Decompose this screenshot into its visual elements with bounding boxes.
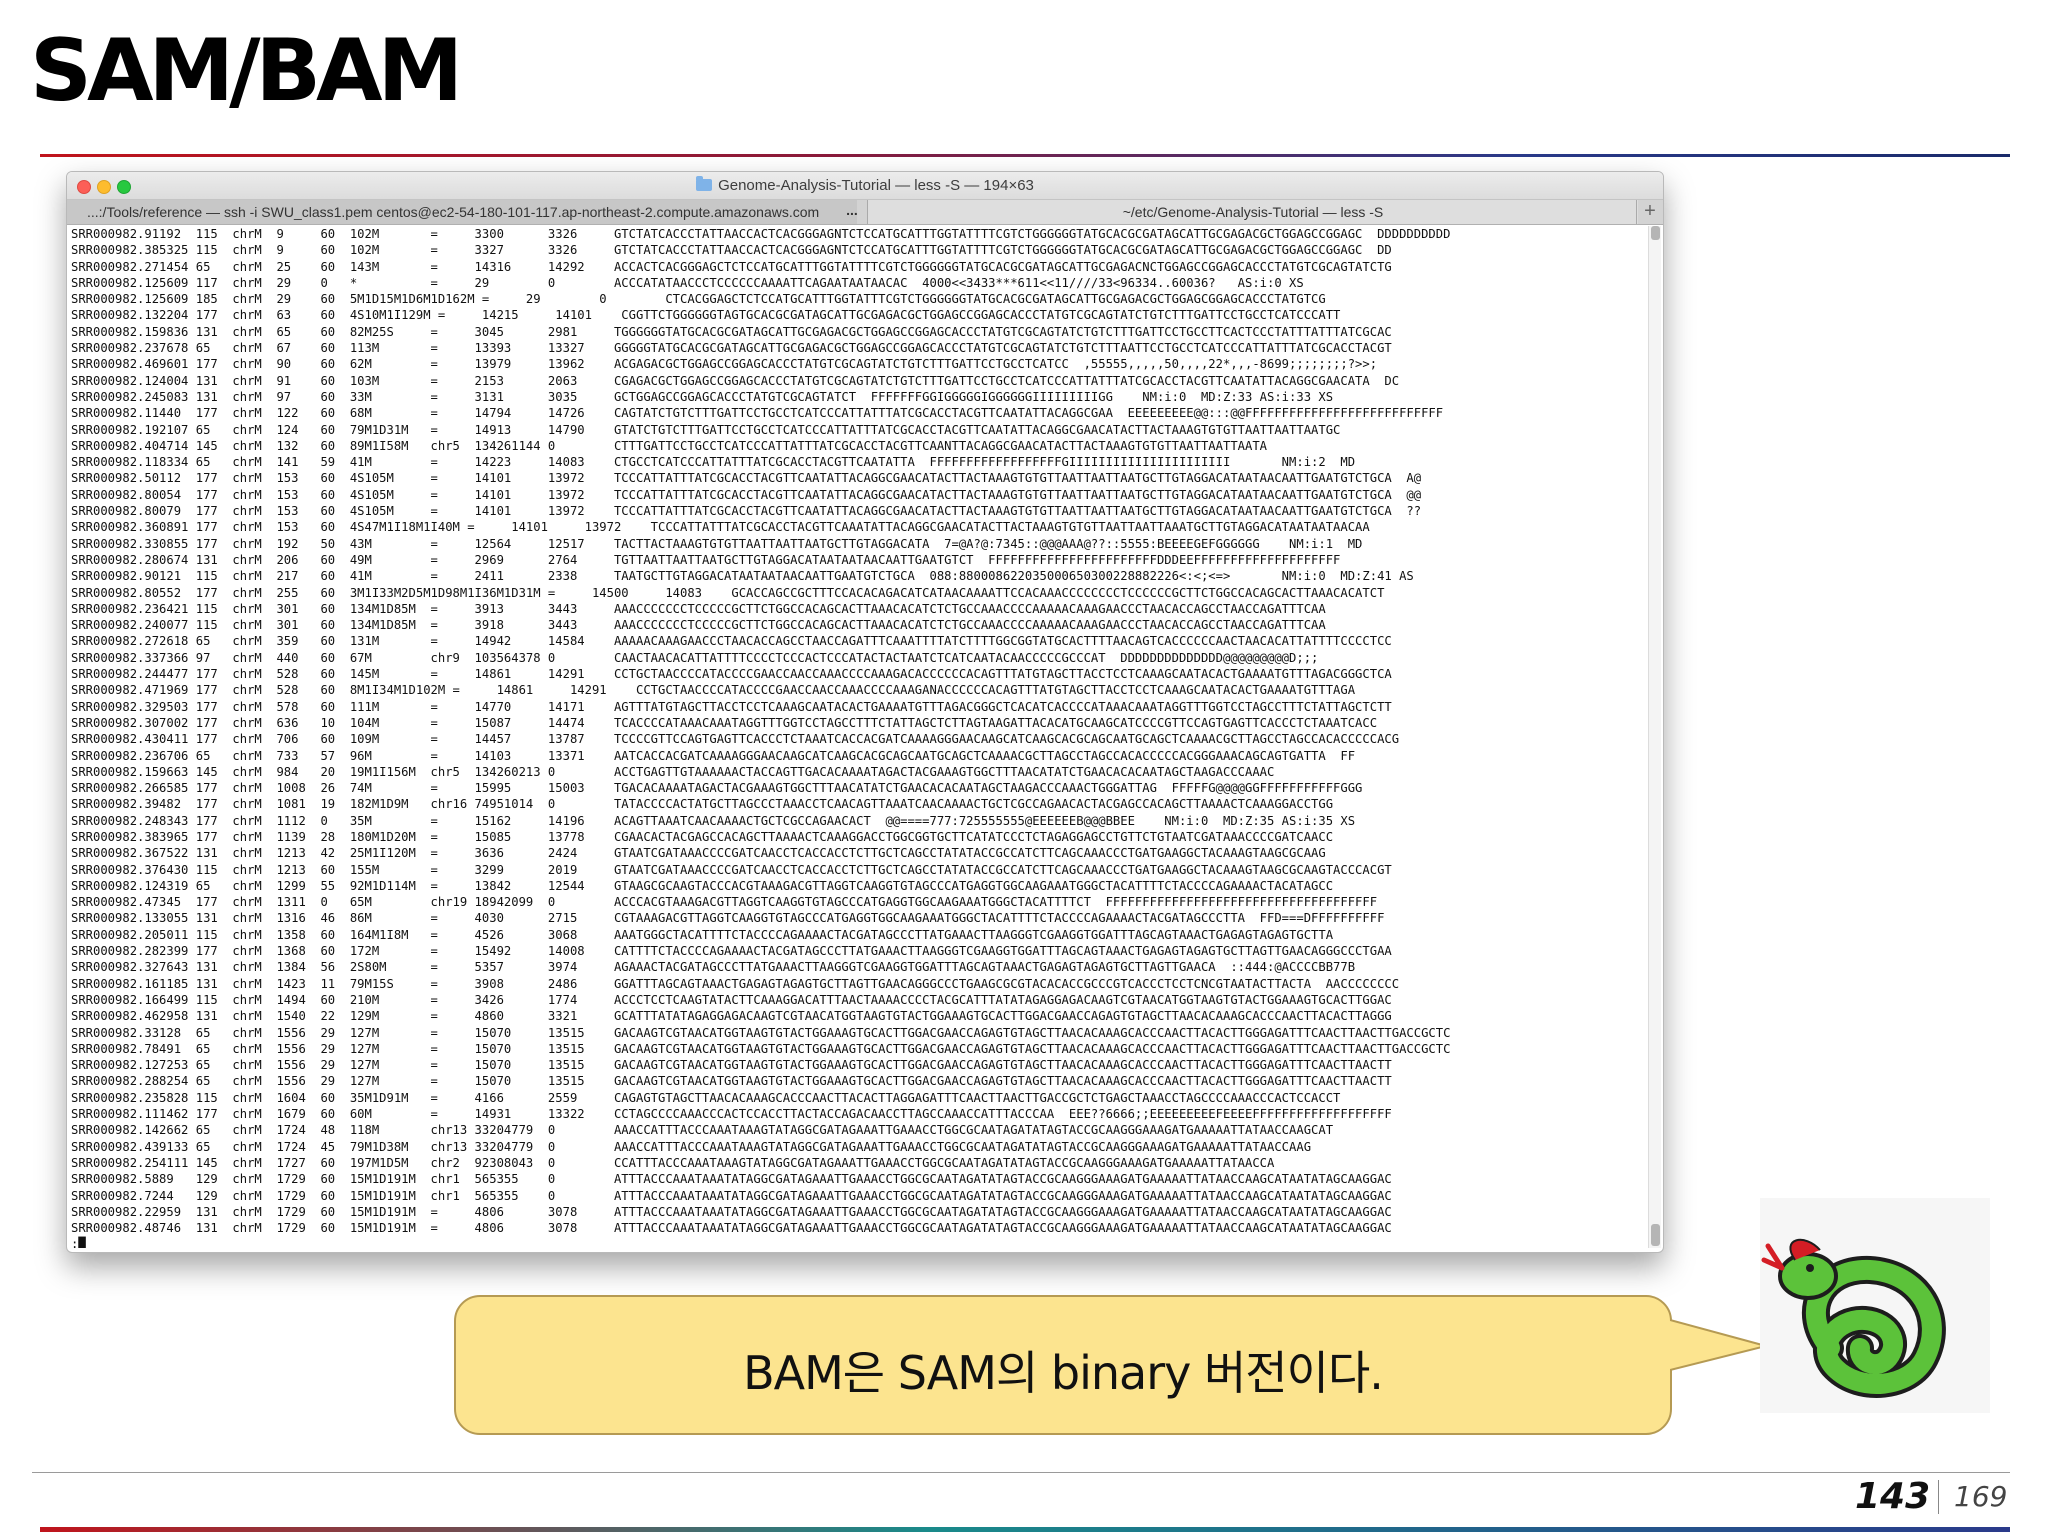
sam-record-line: SRR000982.124319 65 chrM 1299 55 92M1D11… [71,878,1348,893]
sam-record-line: SRR000982.266585 177 chrM 1008 26 74M = … [71,781,1363,796]
sam-record-line: SRR000982.383965 177 chrM 1139 28 180M1D… [71,829,1348,844]
sam-record-line: SRR000982.39482 177 chrM 1081 19 182M1D9… [71,797,1348,812]
sam-record-line: SRR000982.404714 145 chrM 132 60 89M1I58… [71,438,1282,453]
sam-record-line: SRR000982.90121 115 chrM 217 60 41M = 24… [71,569,1414,584]
sam-record-line: SRR000982.80079 177 chrM 153 60 4S105M =… [71,504,1422,519]
folder-icon [696,176,713,191]
speech-bubble-tail [1670,1319,1770,1371]
sam-record-line: SRR000982.288254 65 chrM 1556 29 127M = … [71,1074,1407,1089]
sam-record-line: SRR000982.337366 97 chrM 440 60 67M chr9… [71,650,1319,665]
sam-record-line: SRR000982.22959 131 chrM 1729 60 15M1D19… [71,1204,1407,1219]
sam-record-line: SRR000982.48746 131 chrM 1729 60 15M1D19… [71,1221,1407,1236]
sam-record-line: SRR000982.11440 177 chrM 122 60 68M = 14… [71,406,1444,421]
sam-record-line: SRR000982.329503 177 chrM 578 60 111M = … [71,699,1407,714]
page-number: 143 [1855,1476,1931,1517]
sam-record-line: SRR000982.330855 177 chrM 192 50 43M = 1… [71,536,1363,551]
sam-record-line: SRR000982.78491 65 chrM 1556 29 127M = 1… [71,1041,1466,1056]
sam-record-line: SRR000982.462958 131 chrM 1540 22 129M =… [71,1009,1407,1024]
sam-record-line: SRR000982.254111 145 chrM 1727 60 197M1D… [71,1155,1290,1170]
new-tab-button[interactable]: + [1636,200,1663,224]
sam-record-line: SRR000982.272618 65 chrM 359 60 131M = 1… [71,634,1407,649]
sam-record-line: SRR000982.159836 131 chrM 65 60 82M25S =… [71,324,1407,339]
sam-record-line: SRR000982.159663 145 chrM 984 20 19M1I15… [71,764,1290,779]
sam-record-line: SRR000982.367522 131 chrM 1213 42 25M1I1… [71,846,1341,861]
sam-record-line: SRR000982.33128 65 chrM 1556 29 127M = 1… [71,1025,1466,1040]
sam-record-line: SRR000982.245083 131 chrM 97 60 33M = 31… [71,389,1334,404]
title-underline [40,154,2010,157]
sam-record-line: SRR000982.47345 177 chrM 1311 0 65M chr1… [71,895,1378,910]
sam-record-line: SRR000982.91192 115 chrM 9 60 102M = 330… [71,227,1451,241]
sam-record-line: SRR000982.125609 185 chrM 29 60 5M1D15M1… [71,292,1341,307]
zoom-window-button[interactable] [117,180,131,194]
scrollbar-thumb[interactable] [1651,226,1660,240]
footer-divider [32,1472,2010,1473]
sam-record-line: SRR000982.118334 65 chrM 141 59 41M = 14… [71,455,1356,470]
footer-accent-bar [40,1527,2010,1532]
sam-record-line: SRR000982.111462 177 chrM 1679 60 60M = … [71,1107,1392,1122]
sam-record-line: SRR000982.280674 131 chrM 206 60 49M = 2… [71,552,1341,567]
sam-record-line: SRR000982.132204 177 chrM 63 60 4S10M1I1… [71,308,1356,323]
page-number-separator [1938,1480,1939,1514]
sam-record-line: SRR000982.282399 177 chrM 1368 60 172M =… [71,944,1407,959]
tab-bar: ...:/Tools/reference — ssh -i SWU_class1… [67,200,1663,225]
sam-record-line: SRR000982.133055 131 chrM 1316 46 86M = … [71,911,1385,926]
sam-record-line: SRR000982.236421 115 chrM 301 60 134M1D8… [71,601,1341,616]
slide-title: SAM/BAM [30,21,463,121]
page-total: 169 [1954,1480,2008,1513]
sam-record-line: SRR000982.5889 129 chrM 1729 60 15M1D191… [71,1172,1407,1187]
sam-record-line: SRR000982.50112 177 chrM 153 60 4S105M =… [71,471,1422,486]
sam-record-line: SRR000982.327643 131 chrM 1384 56 2S80M … [71,960,1356,975]
sam-record-line: SRR000982.237678 65 chrM 67 60 113M = 13… [71,341,1407,356]
speech-bubble: BAM은 SAM의 binary 버전이다. [454,1295,1672,1435]
sam-record-line: SRR000982.235828 115 chrM 1604 60 35M1D9… [71,1090,1356,1105]
terminal-window: Genome-Analysis-Tutorial — less -S — 194… [66,171,1664,1253]
sam-record-line: SRR000982.430411 177 chrM 706 60 109M = … [71,732,1414,747]
tab-ssh[interactable]: ...:/Tools/reference — ssh -i SWU_class1… [67,200,857,224]
less-prompt[interactable]: :█ [71,1237,86,1248]
sam-record-line: SRR000982.385325 115 chrM 9 60 102M = 33… [71,243,1392,258]
sam-record-line: SRR000982.166499 115 chrM 1494 60 210M =… [71,992,1407,1007]
snake-mascot-icon [1760,1198,1990,1413]
sam-record-line: SRR000982.240077 115 chrM 301 60 134M1D8… [71,618,1341,633]
sam-record-line: SRR000982.125609 117 chrM 29 0 * = 29 0 … [71,275,1304,290]
sam-record-line: SRR000982.376430 115 chrM 1213 60 155M =… [71,862,1407,877]
sam-record-line: SRR000982.192107 65 chrM 124 60 79M1D31M… [71,422,1356,437]
sam-record-line: SRR000982.271454 65 chrM 25 60 143M = 14… [71,259,1407,274]
vertical-scrollbar[interactable] [1648,226,1661,1248]
sam-record-line: SRR000982.248343 177 chrM 1112 0 35M = 1… [71,813,1356,828]
sam-record-line: SRR000982.80552 177 chrM 255 60 3M1I33M2… [71,585,1400,600]
sam-record-line: SRR000982.244477 177 chrM 528 60 145M = … [71,667,1407,682]
sam-record-line: SRR000982.7244 129 chrM 1729 60 15M1D191… [71,1188,1407,1203]
sam-record-line: SRR000982.439133 65 chrM 1724 45 79M1D38… [71,1139,1326,1154]
tab-overflow-indicator[interactable]: ... [846,202,858,218]
sam-record-line: SRR000982.127253 65 chrM 1556 29 127M = … [71,1058,1407,1073]
window-title: Genome-Analysis-Tutorial — less -S — 194… [67,172,1663,199]
sam-record-line: SRR000982.80054 177 chrM 153 60 4S105M =… [71,487,1422,502]
sam-record-line: SRR000982.360891 177 chrM 153 60 4S47M1I… [71,520,1385,535]
sam-record-line: SRR000982.307002 177 chrM 636 10 104M = … [71,715,1392,730]
sam-record-line: SRR000982.471969 177 chrM 528 60 8M1I34M… [71,683,1370,698]
sam-record-line: SRR000982.161185 131 chrM 1423 11 79M15S… [71,976,1400,991]
terminal-output[interactable]: SRR000982.91192 115 chrM 9 60 102M = 330… [71,226,1641,1248]
tab-less[interactable]: ~/etc/Genome-Analysis-Tutorial — less -S [867,200,1638,224]
window-titlebar: Genome-Analysis-Tutorial — less -S — 194… [67,172,1663,200]
scrollbar-end-thumb[interactable] [1651,1224,1660,1246]
window-title-text: Genome-Analysis-Tutorial — less -S — 194… [718,177,1034,194]
speech-bubble-text: BAM은 SAM의 binary 버전이다. [743,1346,1384,1400]
sam-record-line: SRR000982.124004 131 chrM 91 60 103M = 2… [71,373,1400,388]
sam-record-line: SRR000982.142662 65 chrM 1724 48 118M ch… [71,1123,1348,1138]
minimize-window-button[interactable] [97,180,111,194]
sam-record-line: SRR000982.469601 177 chrM 90 60 62M = 13… [71,357,1378,372]
sam-record-line: SRR000982.205011 115 chrM 1358 60 164M1I… [71,927,1348,942]
sam-record-line: SRR000982.236706 65 chrM 733 57 96M = 14… [71,748,1356,763]
close-window-button[interactable] [77,180,91,194]
